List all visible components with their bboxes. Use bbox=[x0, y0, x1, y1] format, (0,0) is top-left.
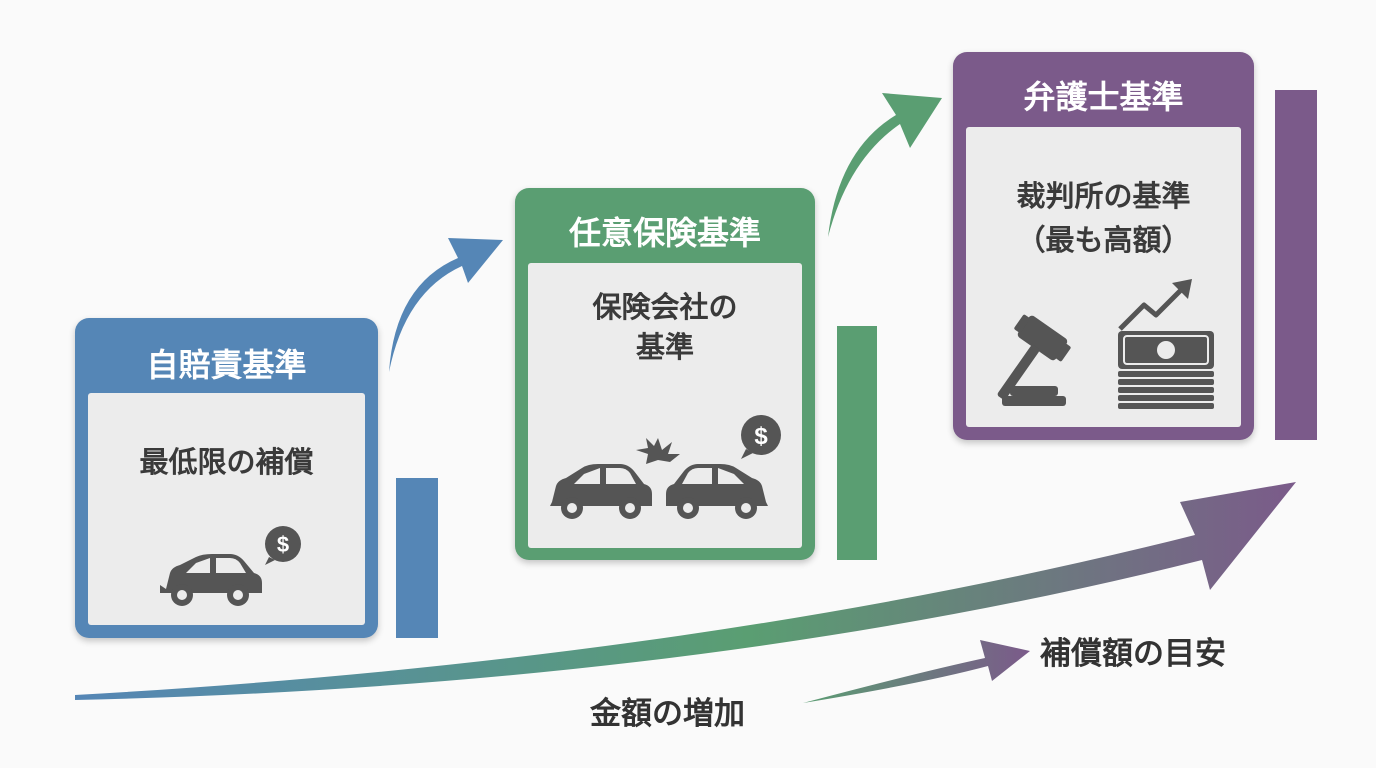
trend-up-arrow-icon bbox=[1118, 279, 1192, 331]
tier-description-line-1: 裁判所の基準 bbox=[1016, 179, 1191, 213]
tier-content: 裁判所の基準 （最も高額） bbox=[966, 127, 1241, 427]
tier-description-line-2: 基準 bbox=[635, 330, 694, 364]
tier-title: 自賠責基準 bbox=[146, 346, 307, 384]
svg-text:$: $ bbox=[754, 423, 768, 450]
tier-title: 任意保険基準 bbox=[568, 214, 761, 252]
compensation-arrow bbox=[803, 640, 1030, 703]
tier-card-jibaiseki: 自賠責基準 最低限の補償 $ bbox=[75, 318, 378, 638]
tier-description-line-1: 保険会社の bbox=[592, 290, 738, 324]
tier-bar-2 bbox=[837, 326, 877, 560]
tier-content: 保険会社の 基準 $ bbox=[528, 263, 802, 548]
car-icon bbox=[160, 554, 262, 606]
dollar-coin-icon: $ bbox=[741, 415, 781, 459]
tier-card-nini-hoken: 任意保険基準 保険会社の 基準 $ bbox=[515, 188, 815, 560]
tier-title: 弁護士基準 bbox=[1023, 78, 1184, 116]
tier-content: 最低限の補償 $ bbox=[88, 393, 365, 625]
car-collision-icon bbox=[550, 438, 768, 519]
tier-description-line-2: （最も高額） bbox=[1016, 223, 1191, 257]
money-stack-icon bbox=[1118, 331, 1214, 409]
tier-bar-3 bbox=[1275, 90, 1317, 440]
label-amount-increase: 金額の増加 bbox=[590, 696, 745, 732]
step-arrow-1 bbox=[389, 238, 503, 372]
label-compensation-guide: 補償額の目安 bbox=[1040, 636, 1226, 672]
growth-arrow bbox=[75, 482, 1296, 700]
tier-bar-1 bbox=[396, 478, 438, 638]
dollar-coin-icon: $ bbox=[265, 526, 301, 565]
tier-card-bengoshi: 弁護士基準 裁判所の基準 （最も高額） bbox=[953, 52, 1254, 440]
svg-text:$: $ bbox=[277, 532, 289, 557]
gavel-icon bbox=[997, 314, 1071, 406]
tier-description: 最低限の補償 bbox=[139, 445, 314, 479]
step-arrow-2 bbox=[828, 93, 942, 237]
